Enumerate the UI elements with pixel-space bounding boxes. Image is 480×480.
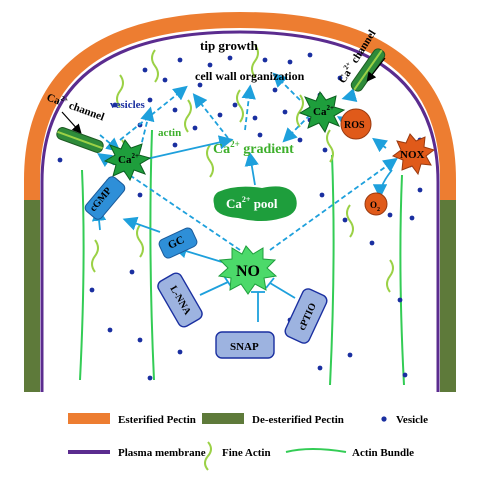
no-label: NO <box>236 263 260 280</box>
inhibition-lines <box>199 275 296 322</box>
ros-label: ROS <box>344 120 365 131</box>
plasma-membrane <box>40 30 440 392</box>
legend-fine-actin-icon <box>204 441 212 471</box>
snap-label: SNAP <box>230 341 259 353</box>
legend-vesicle-label: Vesicle <box>396 414 428 426</box>
legend-actin-bundle-icon <box>285 448 347 453</box>
ros-circle <box>340 108 372 140</box>
o2-circle <box>364 192 388 216</box>
nox-star-icon <box>391 133 436 176</box>
cptio-box <box>284 288 328 344</box>
ca-star-right-label: Ca2+ <box>313 104 334 118</box>
legend-membrane-label: Plasma membrane <box>118 447 206 459</box>
gc-box <box>158 227 198 259</box>
ca-pool-blob <box>213 186 297 221</box>
ca-star-right-icon <box>298 91 346 134</box>
ca-star-left-icon <box>103 139 152 182</box>
nox-label: NOX <box>400 149 425 161</box>
lnna-box <box>157 272 203 328</box>
ca-gradient-label: Ca2+ gradient <box>213 139 294 157</box>
vesicles-label: vesicles <box>110 99 146 111</box>
cgmp-box <box>84 176 126 220</box>
legend-membrane-swatch <box>68 450 110 454</box>
legend-de-esterified-swatch <box>202 413 244 424</box>
ca-channel-left-icon <box>56 127 104 153</box>
esterified-pectin-wall <box>24 11 456 390</box>
legend: Esterified Pectin De-esterified Pectin V… <box>68 413 428 471</box>
legend-esterified-swatch <box>68 413 110 424</box>
actin-label: actin <box>158 127 181 139</box>
legend-fine-actin-label: Fine Actin <box>222 447 271 459</box>
legend-vesicle-dot <box>381 416 387 422</box>
tip-growth-label: tip growth <box>200 38 259 53</box>
actin-bundles <box>79 129 405 386</box>
legend-esterified-label: Esterified Pectin <box>118 414 196 426</box>
signal-arrows <box>91 72 398 263</box>
o2-label: O2 <box>370 200 380 213</box>
cell-wall-organization-label: cell wall organization <box>195 69 305 83</box>
ca-star-left-label: Ca2+ <box>118 152 139 166</box>
legend-de-esterified-label: De-esterified Pectin <box>252 414 344 426</box>
no-star-icon <box>217 245 278 295</box>
ca-pool-label: Ca2+ pool <box>226 195 278 211</box>
snap-box <box>215 331 275 359</box>
legend-actin-bundle-label: Actin Bundle <box>352 447 414 459</box>
